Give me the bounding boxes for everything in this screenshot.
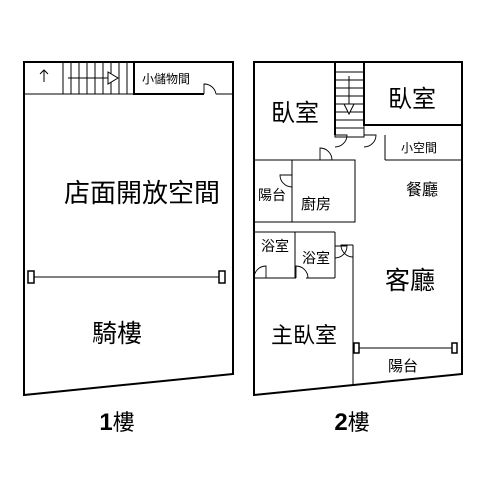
floor1-label-small-storage: 小儲物間 xyxy=(142,72,190,86)
floor2-label-bathroom-1: 浴室 xyxy=(261,238,289,255)
floor1-storage-wall xyxy=(133,62,204,95)
floor1-staircase xyxy=(24,61,135,95)
floor2-label-bedroom-right: 臥室 xyxy=(388,85,436,113)
floor2-column-right xyxy=(451,342,458,354)
floor1-outer-wall xyxy=(23,61,234,397)
floor2-column-left xyxy=(353,342,360,354)
floor2-label-balcony-front: 陽台 xyxy=(388,357,418,375)
floor2-plan: 臥室 臥室 小空間 陽台 廚房 餐廳 浴室 浴室 客廳 主臥室 陽台 xyxy=(253,61,463,397)
floor1-plan: 小儲物間 店面開放空間 騎樓 xyxy=(23,61,234,397)
floor2-label-bathroom-2: 浴室 xyxy=(302,250,330,267)
floor2-label-dining-room: 餐廳 xyxy=(406,180,438,199)
floor2-label-living-room: 客廳 xyxy=(385,266,435,295)
floor2-staircase xyxy=(334,61,365,138)
floor2-label-small-space: 小空間 xyxy=(401,141,437,155)
floor2-label-master-bedroom: 主臥室 xyxy=(271,324,337,349)
floor2-caption: 2樓 xyxy=(334,409,369,436)
floor2-label-kitchen: 廚房 xyxy=(301,195,331,213)
floor1-storage-door xyxy=(203,83,217,95)
floor2-caption-suffix: 樓 xyxy=(348,411,370,436)
floor2-kitchen-walls xyxy=(254,159,356,223)
floor1-caption-suffix: 樓 xyxy=(113,411,135,436)
floor2-label-bedroom-left: 臥室 xyxy=(271,99,319,127)
floor2-outer-wall xyxy=(253,61,463,397)
floor1-caption-number: 1 xyxy=(99,409,112,436)
stair-direction-arrow-icon xyxy=(107,71,119,85)
floor2-bathroom-walls xyxy=(253,231,348,279)
floor1-label-shop-open-space: 店面開放空間 xyxy=(64,179,220,209)
floor1-column-right xyxy=(218,270,226,284)
floor1-column-left xyxy=(27,270,35,284)
stair-direction-arrow-icon xyxy=(343,103,355,116)
floor1-label-arcade: 騎樓 xyxy=(92,319,142,348)
floor2-caption-number: 2 xyxy=(334,409,347,436)
floor2-master-bedroom-door xyxy=(340,244,354,258)
floor2-label-balcony-small: 陽台 xyxy=(258,188,286,204)
floor1-caption: 1樓 xyxy=(99,409,134,436)
